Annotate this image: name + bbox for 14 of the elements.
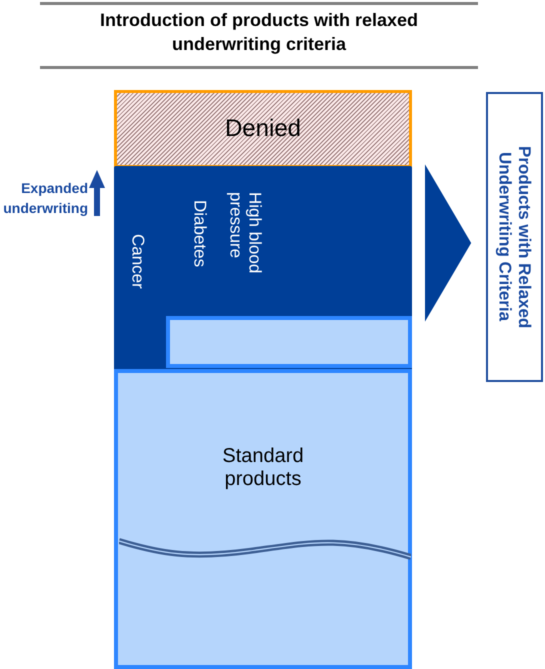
product-box	[114, 369, 412, 669]
step-box	[166, 316, 412, 368]
condition-label: Diabetes	[190, 200, 209, 270]
chevron-arrow	[425, 164, 472, 322]
result-label: Products with Relaxed Underwriting Criteria	[494, 144, 534, 330]
condition-label: Cancer	[128, 234, 147, 291]
side-label: Expanded underwriting	[2, 179, 88, 218]
diagram-title: Introduction of products with relaxed underwriting criteria	[98, 9, 419, 56]
box-label: Standard products	[221, 445, 305, 492]
box-label: Denied	[224, 115, 302, 143]
condition-block	[114, 166, 412, 372]
condition-label: High blood pressure	[226, 192, 264, 276]
result-box	[486, 92, 543, 382]
denied-box	[114, 90, 412, 168]
